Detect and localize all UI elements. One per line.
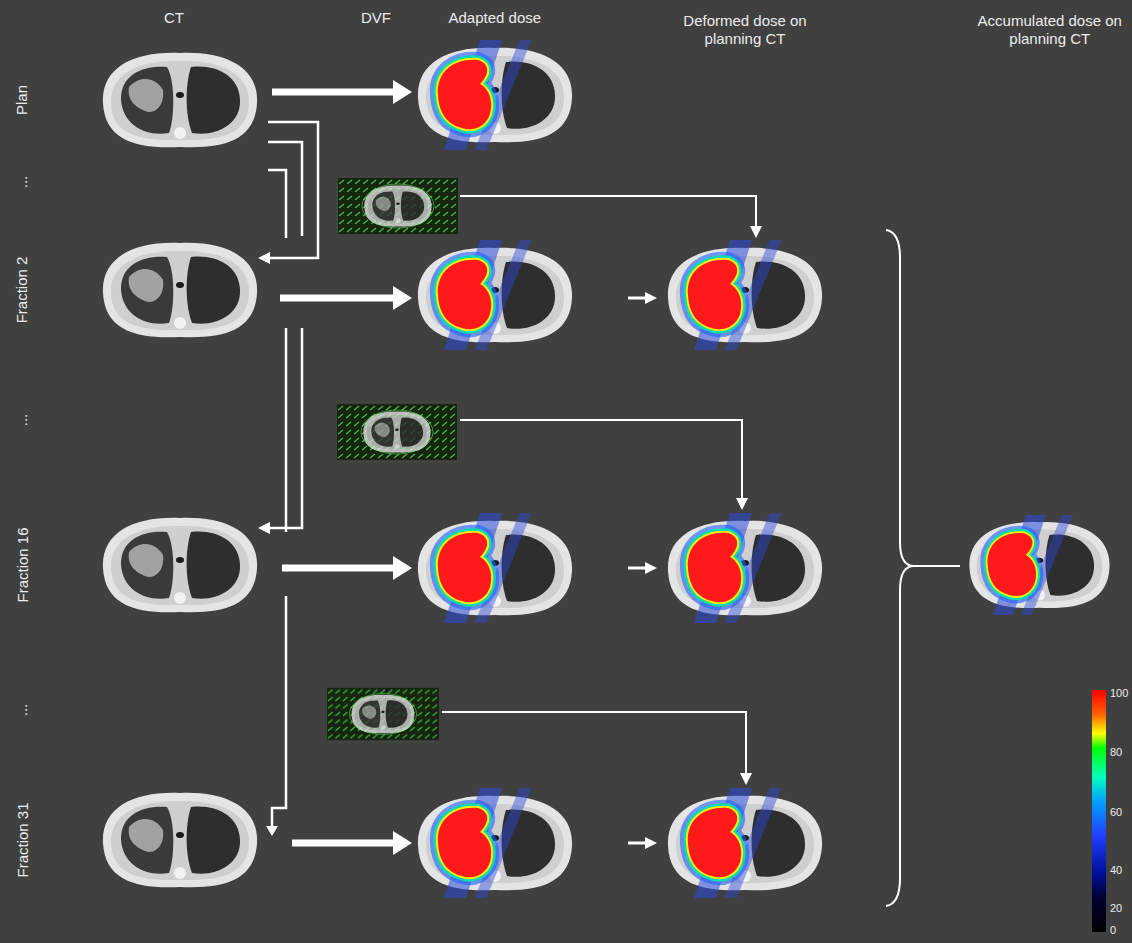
row-label: ... (13, 704, 31, 717)
dose-map (418, 782, 572, 904)
scale-value: 0 (1110, 924, 1116, 937)
dose-map (969, 510, 1109, 621)
dose-map (418, 34, 572, 156)
scale-value: 20 (1110, 902, 1122, 915)
ct-slice (103, 53, 257, 147)
color-bar (1092, 690, 1106, 932)
flow-arrow (628, 292, 657, 849)
ct-slice (103, 243, 257, 337)
scale-value: 40 (1110, 864, 1122, 877)
column-header: Adapted dose (449, 9, 542, 27)
ct-slice (103, 793, 257, 887)
dose-map (418, 234, 572, 356)
scale-value: 80 (1110, 746, 1122, 759)
dose-map (418, 507, 572, 629)
row-label: Fraction 31 (13, 802, 31, 877)
row-label: ... (13, 414, 31, 427)
column-header: Accumulated dose on planning CT (968, 12, 1132, 48)
dvf-thumbnail (327, 688, 439, 740)
row-label: ... (13, 176, 31, 189)
flow-arrow (272, 80, 412, 855)
ct-slice (103, 518, 257, 612)
dvf-thumbnail (337, 404, 457, 460)
registration-line (268, 122, 318, 828)
summation-brace (886, 230, 914, 906)
arrowhead (736, 226, 762, 785)
scale-value: 100 (1110, 687, 1128, 700)
dose-map (668, 234, 822, 356)
column-header: CT (164, 9, 184, 27)
arrowhead (258, 252, 278, 836)
row-label: Plan (13, 85, 31, 115)
column-header: DVF (361, 9, 391, 27)
dose-map (668, 507, 822, 629)
row-label: Fraction 16 (13, 527, 31, 602)
dvf-thumbnail (338, 178, 458, 234)
column-header: Deformed dose on planning CT (670, 12, 820, 48)
dose-map (668, 782, 822, 904)
scale-value: 60 (1110, 806, 1122, 819)
row-label: Fraction 2 (13, 257, 31, 324)
dvf-connector (442, 196, 756, 775)
summation-line (914, 565, 960, 567)
